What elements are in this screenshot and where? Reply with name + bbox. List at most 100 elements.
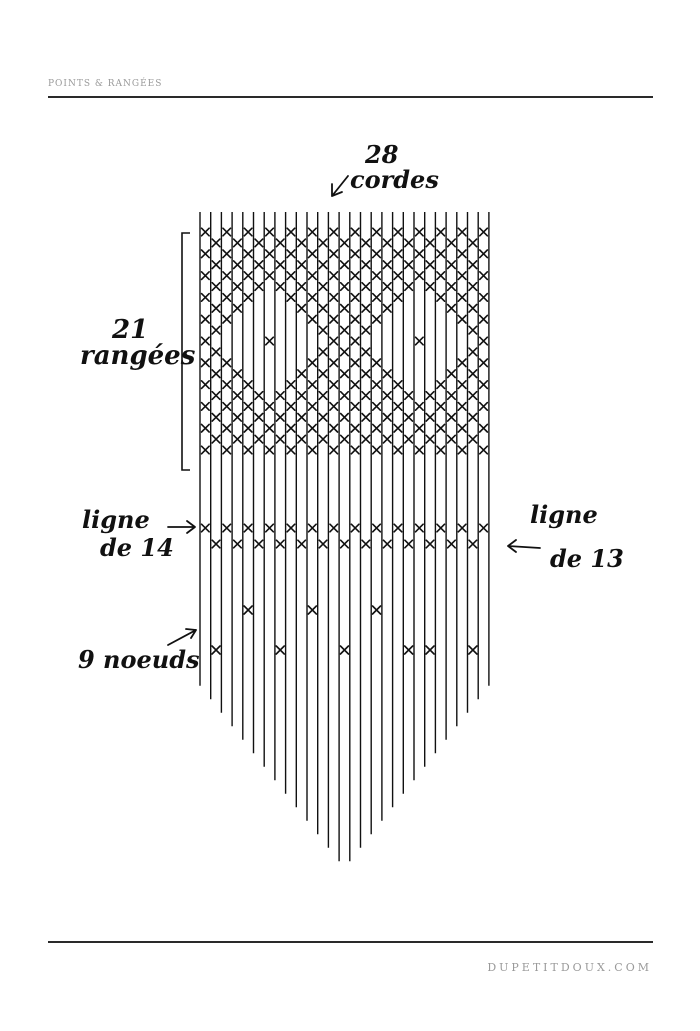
knot	[339, 539, 350, 549]
knot	[339, 303, 350, 313]
knot	[286, 249, 296, 259]
knot	[468, 260, 478, 270]
knot	[371, 423, 382, 433]
knot	[243, 523, 253, 533]
knot	[200, 358, 210, 368]
knot	[243, 605, 253, 615]
knot	[211, 412, 221, 422]
knot	[211, 390, 221, 401]
knot	[222, 314, 232, 324]
knot	[329, 314, 339, 324]
knot	[232, 539, 243, 549]
left-line-arrow	[167, 520, 196, 534]
knot	[307, 314, 317, 324]
knot	[436, 292, 446, 302]
knot	[297, 412, 307, 422]
knot	[275, 539, 285, 549]
knot	[275, 390, 285, 401]
knot	[457, 445, 467, 455]
knot	[286, 227, 296, 237]
cords-count-label: 28	[364, 140, 399, 169]
knot	[350, 445, 360, 455]
knot	[329, 445, 339, 455]
knot	[200, 423, 210, 433]
knot	[382, 281, 392, 292]
knot	[222, 292, 232, 302]
knot	[200, 227, 210, 237]
knot	[350, 227, 360, 237]
knot	[361, 281, 371, 292]
knot	[350, 358, 360, 368]
knot	[307, 401, 317, 411]
knot	[468, 390, 478, 401]
knot	[436, 423, 446, 433]
knot	[318, 412, 328, 422]
knot	[361, 325, 371, 335]
knot	[371, 358, 382, 368]
knot	[264, 249, 275, 259]
knot	[350, 336, 360, 346]
knot	[361, 369, 371, 379]
knot	[414, 423, 424, 433]
knot	[393, 445, 403, 455]
knot	[339, 434, 350, 444]
knot	[468, 347, 478, 357]
knot	[211, 303, 221, 313]
knot	[414, 401, 424, 411]
cords-arrow	[331, 175, 349, 197]
knot	[286, 423, 296, 433]
knot	[436, 249, 446, 259]
knot	[339, 390, 350, 401]
knot	[371, 271, 382, 281]
cords-group	[199, 212, 490, 862]
knot	[222, 445, 232, 455]
knot	[307, 523, 317, 533]
knot	[425, 390, 435, 401]
knot	[403, 645, 414, 655]
knot	[329, 380, 339, 390]
knot	[414, 271, 424, 281]
knot	[414, 445, 424, 455]
rows-bracket	[181, 232, 190, 471]
knot	[222, 380, 232, 390]
knot	[457, 271, 467, 281]
knot	[468, 369, 478, 379]
knot	[478, 336, 489, 346]
knot	[446, 434, 457, 444]
knot	[382, 434, 392, 444]
knot	[211, 281, 221, 292]
knot	[361, 539, 371, 549]
knot	[264, 523, 275, 533]
knot	[446, 260, 457, 270]
knot	[254, 434, 264, 444]
knot	[318, 281, 328, 292]
knot	[307, 605, 318, 615]
knot	[425, 412, 435, 422]
knot	[339, 412, 350, 422]
knot	[478, 423, 489, 433]
knot	[446, 303, 457, 313]
knot	[371, 380, 382, 390]
knot	[404, 260, 414, 270]
knot	[425, 238, 435, 248]
knot	[329, 401, 339, 411]
right-line-label-2: de 13	[550, 544, 624, 573]
knot	[404, 281, 414, 292]
knot	[264, 401, 275, 411]
knot	[329, 336, 339, 346]
knot	[200, 249, 210, 259]
knot	[478, 380, 489, 390]
knot	[436, 523, 446, 533]
knot	[382, 260, 392, 270]
knot	[243, 292, 253, 302]
knot	[232, 390, 243, 401]
knot	[478, 292, 489, 302]
knot	[297, 369, 307, 379]
knot	[446, 369, 457, 379]
knot	[468, 645, 478, 655]
knot	[350, 249, 360, 259]
knot	[393, 292, 403, 302]
knot	[232, 369, 243, 379]
knot	[446, 412, 457, 422]
